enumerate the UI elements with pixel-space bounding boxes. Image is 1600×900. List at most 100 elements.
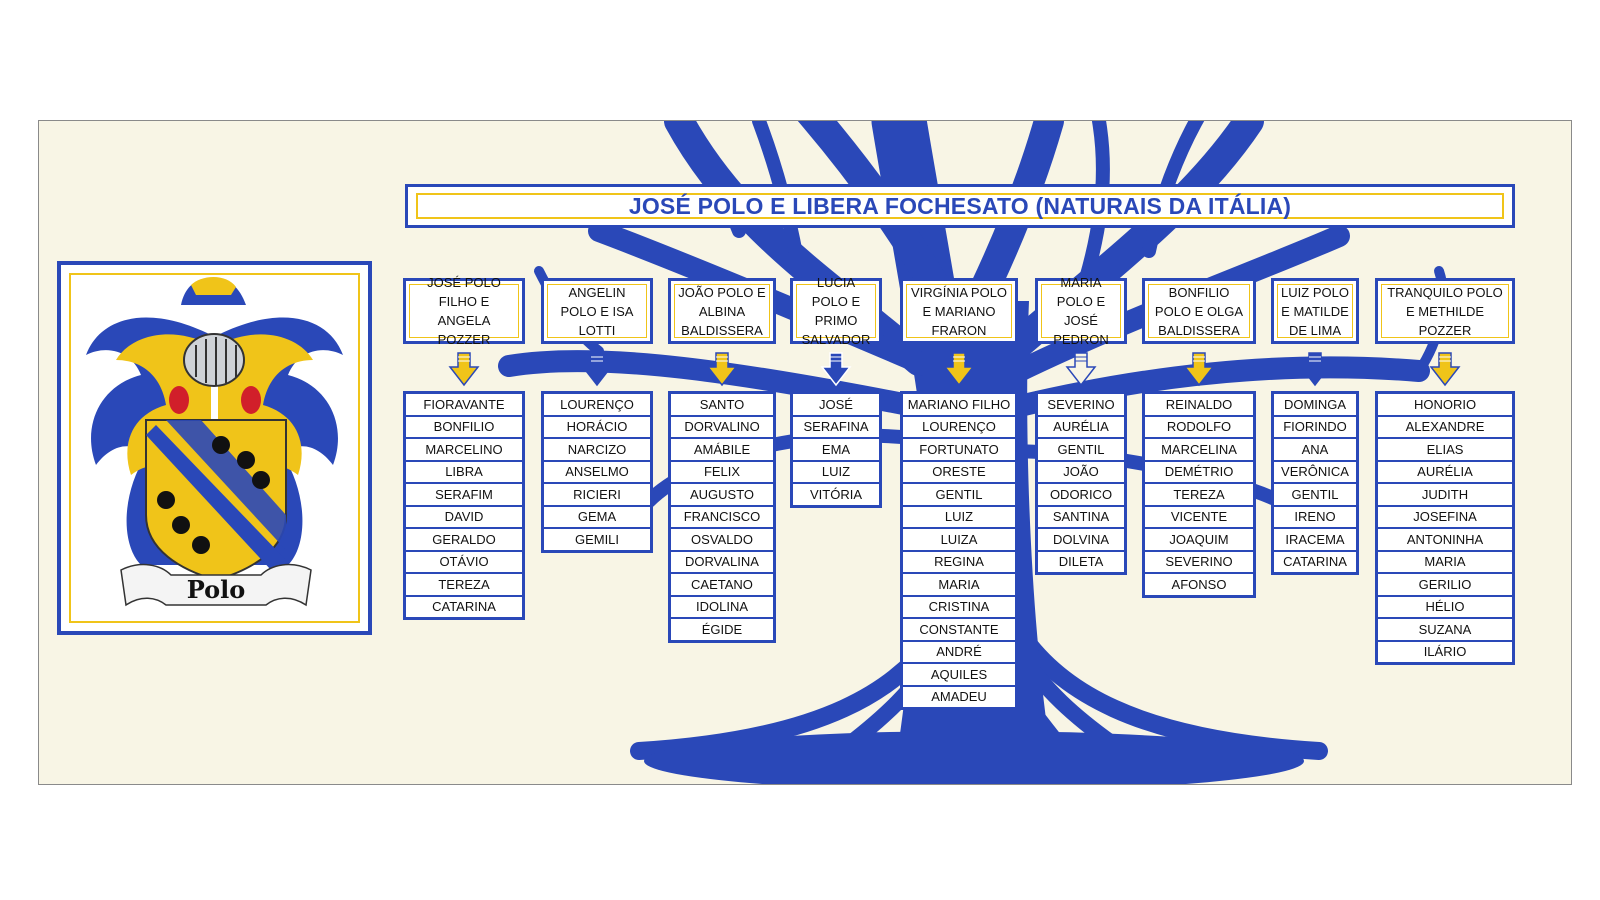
child-name: IRENO xyxy=(1274,507,1356,529)
child-name: RICIERI xyxy=(544,484,650,507)
child-name: FIORINDO xyxy=(1274,417,1356,439)
child-name: CATARINA xyxy=(1283,554,1347,570)
family-tree-board: Polo JOSÉ POLO E LIBERA FOCHESATO (NATUR… xyxy=(38,120,1572,785)
child-name: OSVALDO xyxy=(671,529,773,552)
child-name: MARIANO FILHO xyxy=(903,394,1015,417)
child-name: NARCIZO xyxy=(544,439,650,462)
down-arrow-icon xyxy=(1299,352,1331,387)
child-name: ODORICO xyxy=(1038,484,1124,507)
child-name: GEMILI xyxy=(574,531,620,547)
child-name: HONORIO xyxy=(1378,394,1512,417)
child-name: OTÁVIO xyxy=(406,552,522,574)
parent-couple-label: BONFILIO POLO E OLGA BALDISSERA xyxy=(1148,284,1250,338)
child-name: VICENTE xyxy=(1145,507,1253,529)
down-arrow-icon xyxy=(448,352,480,387)
child-name: FRANCISCO xyxy=(671,507,773,529)
page-title: JOSÉ POLO E LIBERA FOCHESATO (NATURAIS D… xyxy=(628,192,1292,219)
child-name: LOURENÇO xyxy=(903,417,1015,439)
child-name: ANDRÉ xyxy=(903,642,1015,664)
child-name: LUIZA xyxy=(903,529,1015,552)
child-name: GENTIL xyxy=(1038,439,1124,462)
child-name: REINALDO xyxy=(1145,394,1253,417)
parent-couple-label: VIRGÍNIA POLO E MARIANO FRARON xyxy=(906,284,1012,338)
child-name: ELIAS xyxy=(1378,439,1512,462)
parent-couple-label: JOSÉ POLO FILHO E ANGELA POZZER xyxy=(409,275,519,347)
child-name: SERAFIM xyxy=(406,484,522,507)
crest-illustration: Polo xyxy=(86,277,343,607)
child-name: DOLVINA xyxy=(1038,529,1124,552)
child-name: TEREZA xyxy=(406,574,522,597)
child-name: JOÃO xyxy=(1038,462,1124,484)
child-name: VITÓRIA xyxy=(809,486,862,502)
parent-couple-box: ANGELIN POLO E ISA LOTTI xyxy=(541,278,653,344)
child-name: RODOLFO xyxy=(1145,417,1253,439)
child-name: IDOLINA xyxy=(671,597,773,619)
child-name: SANTINA xyxy=(1038,507,1124,529)
parent-couple-label: MARIA POLO E JOSÉ PEDRON xyxy=(1041,275,1121,347)
child-name: MARIA xyxy=(903,574,1015,597)
parent-couple-label: LUIZ POLO E MATILDE DE LIMA xyxy=(1277,284,1353,338)
down-arrow-icon xyxy=(1429,352,1461,387)
child-name: DEMÉTRIO xyxy=(1145,462,1253,484)
parent-couple-label: LUCIA POLO E PRIMO SALVADOR xyxy=(796,275,876,347)
child-name: FELIX xyxy=(671,462,773,484)
child-name: VERÔNICA xyxy=(1274,462,1356,484)
parent-couple-box: LUIZ POLO E MATILDE DE LIMA xyxy=(1271,278,1359,344)
child-name: LOURENÇO xyxy=(544,394,650,417)
child-name: IRACEMA xyxy=(1274,529,1356,552)
child-name: MARIA xyxy=(1378,552,1512,574)
child-name: HÉLIO xyxy=(1378,597,1512,619)
child-name: BONFILIO xyxy=(406,417,522,439)
child-name: CRISTINA xyxy=(903,597,1015,619)
down-arrow-icon xyxy=(943,352,975,387)
child-name: SUZANA xyxy=(1378,619,1512,642)
child-name: ILÁRIO xyxy=(1423,644,1467,660)
child-name: EMA xyxy=(793,439,879,462)
child-name: AMADEU xyxy=(931,689,987,705)
parent-couple-label: JOÃO POLO E ALBINA BALDISSERA xyxy=(674,284,770,338)
title-banner: JOSÉ POLO E LIBERA FOCHESATO (NATURAIS D… xyxy=(405,184,1515,228)
child-name: SEVERINO xyxy=(1038,394,1124,417)
child-name: JOSÉ xyxy=(793,394,879,417)
child-name: AUGUSTO xyxy=(671,484,773,507)
child-name: DORVALINO xyxy=(671,417,773,439)
child-name: DILETA xyxy=(1058,554,1104,570)
child-name: ORESTE xyxy=(903,462,1015,484)
child-name: FIORAVANTE xyxy=(406,394,522,417)
child-name: REGINA xyxy=(903,552,1015,574)
child-name: AURÉLIA xyxy=(1378,462,1512,484)
child-name: DAVID xyxy=(406,507,522,529)
parent-couple-box: VIRGÍNIA POLO E MARIANO FRARON xyxy=(900,278,1018,344)
child-name: AURÉLIA xyxy=(1038,417,1124,439)
child-name: DORVALINA xyxy=(671,552,773,574)
child-name: GEMA xyxy=(544,507,650,529)
child-name: ANA xyxy=(1274,439,1356,462)
child-name: LUIZ xyxy=(793,462,879,484)
parent-couple-box: TRANQUILO POLO E METHILDE POZZER xyxy=(1375,278,1515,344)
child-name: SEVERINO xyxy=(1145,552,1253,574)
child-name: TEREZA xyxy=(1145,484,1253,507)
down-arrow-icon xyxy=(706,352,738,387)
child-name: MARCELINO xyxy=(406,439,522,462)
child-name: ANSELMO xyxy=(544,462,650,484)
child-name: JOSEFINA xyxy=(1378,507,1512,529)
child-name: AMÁBILE xyxy=(671,439,773,462)
child-name: HORÁCIO xyxy=(544,417,650,439)
child-name: ALEXANDRE xyxy=(1378,417,1512,439)
child-name: LUIZ xyxy=(903,507,1015,529)
child-name: FORTUNATO xyxy=(903,439,1015,462)
child-name: DOMINGA xyxy=(1274,394,1356,417)
child-name: LIBRA xyxy=(406,462,522,484)
down-arrow-icon xyxy=(581,352,613,387)
parent-couple-box: MARIA POLO E JOSÉ PEDRON xyxy=(1035,275,1127,347)
parent-couple-label: ANGELIN POLO E ISA LOTTI xyxy=(547,284,647,338)
child-name: SERAFINA xyxy=(793,417,879,439)
